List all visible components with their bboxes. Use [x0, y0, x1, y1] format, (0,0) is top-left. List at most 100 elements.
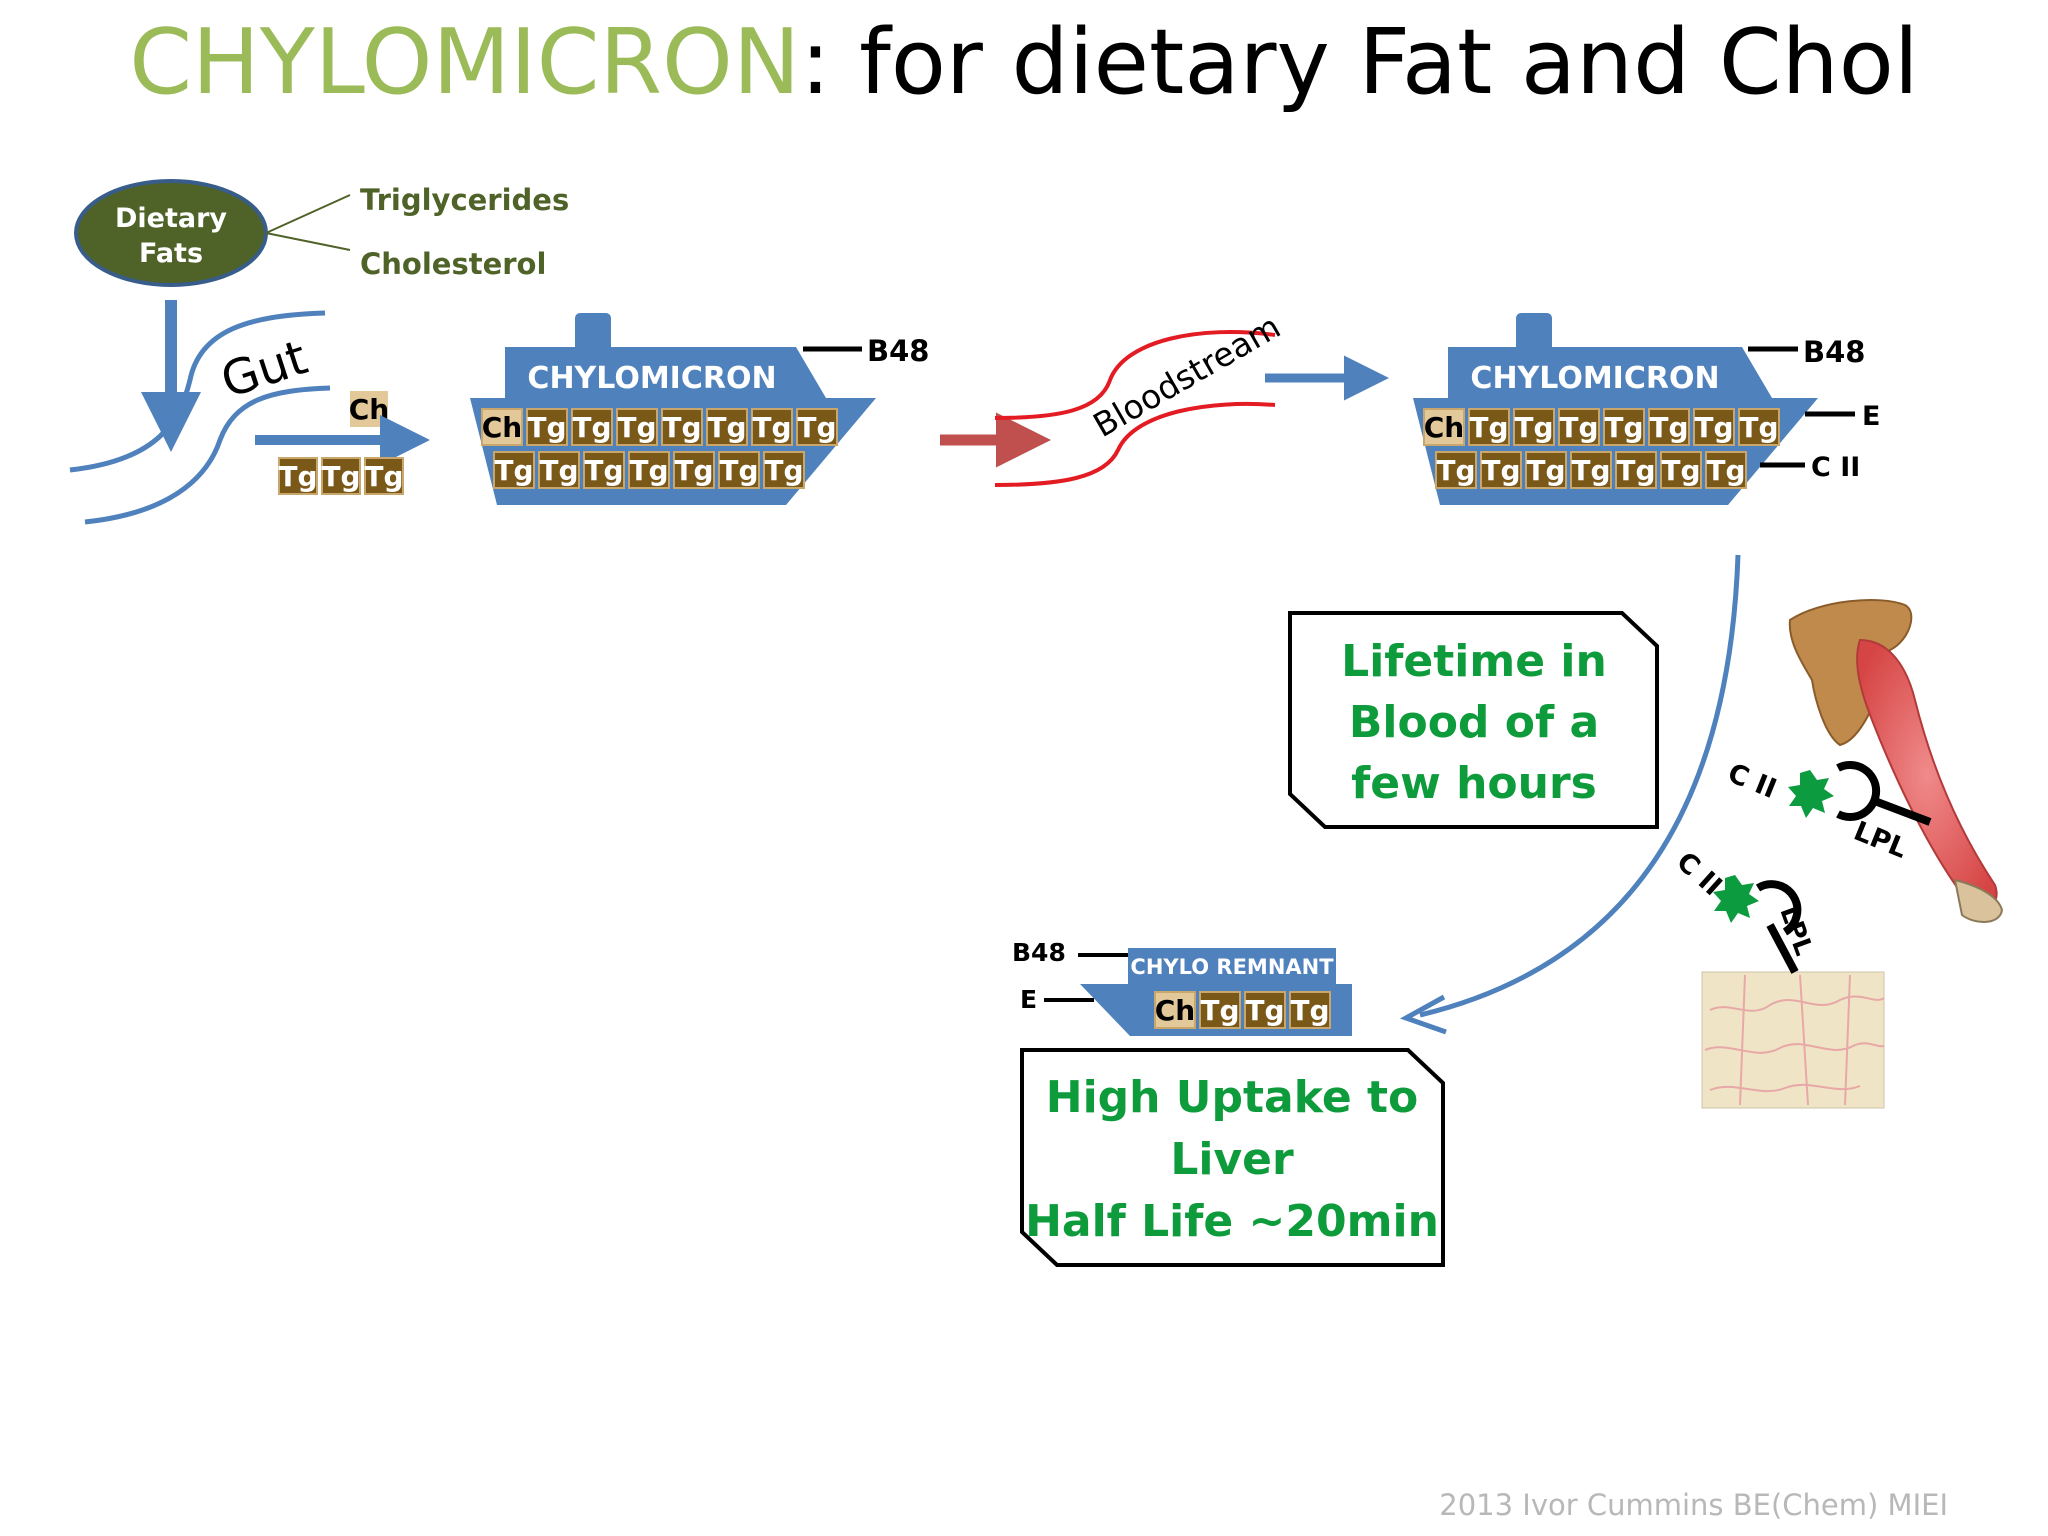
ch-block	[481, 408, 523, 446]
tg-block	[1705, 451, 1747, 489]
lpl-receptor-2	[1713, 875, 1802, 974]
bloodstream-wall-lower	[994, 401, 1276, 487]
tg-block	[1648, 408, 1690, 446]
tg-block	[1525, 451, 1567, 489]
ch-block	[1423, 408, 1465, 446]
triglycerides-label: Triglycerides	[360, 183, 569, 217]
title-rest: : for dietary Fat and Chol	[800, 10, 1919, 115]
tg-label: Tg	[629, 454, 668, 487]
tg-label: Tg	[752, 411, 791, 444]
tg-label: Tg	[1649, 411, 1688, 444]
tg-label: Tg	[662, 411, 701, 444]
gut-wall-upper	[69, 310, 326, 473]
tg-label: Tg	[1290, 994, 1329, 1027]
tg-label: Tg	[572, 411, 611, 444]
uptake-box: High Uptake to Liver Half Life ~20min	[1020, 1048, 1445, 1267]
tg-label: Tg	[1706, 454, 1745, 487]
tg-label: Tg	[278, 460, 317, 493]
uptake-line-1: High Uptake to	[1046, 1072, 1419, 1123]
ch-block	[1154, 991, 1196, 1029]
tg-label: Tg	[617, 411, 656, 444]
gut-ch-label: Ch	[349, 393, 389, 426]
uptake-line-3: Half Life ~20min	[1025, 1196, 1439, 1247]
tg-label: Tg	[1559, 411, 1598, 444]
tg-block	[493, 451, 535, 489]
muscle-illustration	[1788, 599, 2004, 923]
ch-label: Ch	[1424, 411, 1464, 444]
tg-block	[571, 408, 613, 446]
ship2-e-label: E	[1862, 401, 1880, 432]
ship1-name: CHYLOMICRON	[527, 361, 776, 396]
tg-block	[1738, 408, 1780, 446]
tg-block	[1513, 408, 1555, 446]
ship2-name: CHYLOMICRON	[1470, 361, 1719, 396]
lifetime-box: Lifetime in Blood of a few hours	[1288, 611, 1659, 829]
remnant-b48-label: B48	[1012, 938, 1066, 967]
slide-title: CHYLOMICRON: for dietary Fat and Chol	[0, 8, 2048, 118]
tg-label: Tg	[1604, 411, 1643, 444]
tg-label: Tg	[1526, 454, 1565, 487]
tg-block	[1693, 408, 1735, 446]
cii-star-2	[1713, 875, 1759, 923]
tg-block	[1615, 451, 1657, 489]
tg-block	[718, 451, 760, 489]
tg-label: Tg	[1571, 454, 1610, 487]
branch-line-triglycerides	[265, 194, 351, 234]
tg-label: Tg	[1436, 454, 1475, 487]
cholesterol-label: Cholesterol	[360, 247, 546, 281]
adipose-tissue-illustration	[1701, 971, 1885, 1109]
tg-label: Tg	[527, 411, 566, 444]
tg-block	[1660, 451, 1702, 489]
ch-label: Ch	[1155, 994, 1195, 1027]
tg-block	[1199, 991, 1241, 1029]
curved-arrow-to-remnant	[1419, 554, 1741, 1018]
bloodstream-wall-upper	[994, 330, 1276, 420]
tg-label: Tg	[1245, 994, 1284, 1027]
tg-label: Tg	[1200, 994, 1239, 1027]
footer-credit: 2013 Ivor Cummins BE(Chem) MIEI	[1439, 1488, 1948, 1522]
gut-wall-lower	[84, 385, 331, 525]
curved-arrow-head	[1399, 994, 1447, 1035]
tg-block	[751, 408, 793, 446]
tg-label: Tg	[321, 460, 360, 493]
tg-block	[1570, 451, 1612, 489]
tg-label: Tg	[1616, 454, 1655, 487]
tg-label: Tg	[1694, 411, 1733, 444]
tg-block	[673, 451, 715, 489]
tg-label: Tg	[1739, 411, 1778, 444]
ship2-cii-label: C II	[1811, 452, 1860, 483]
tg-block	[1244, 991, 1286, 1029]
ship2-b48-label: B48	[1803, 335, 1865, 369]
tg-block	[1558, 408, 1600, 446]
tg-label: Tg	[584, 454, 623, 487]
lifetime-line-1: Lifetime in	[1341, 636, 1607, 687]
remnant-name: CHYLO REMNANT	[1130, 955, 1334, 979]
remnant-e-label: E	[1020, 985, 1037, 1014]
tg-block	[628, 451, 670, 489]
dietary-label-1: Dietary	[115, 203, 227, 234]
tg-block	[616, 408, 658, 446]
tg-block	[763, 451, 805, 489]
bloodstream-label: Bloodstream	[1087, 307, 1287, 445]
tg-label: Tg	[707, 411, 746, 444]
tg-block	[1435, 451, 1477, 489]
tg-block	[538, 451, 580, 489]
tg-block	[1289, 991, 1331, 1029]
ch-label: Ch	[482, 411, 522, 444]
branch-line-cholesterol	[265, 232, 351, 251]
dietary-label-2: Fats	[139, 238, 203, 269]
tg-label: Tg	[1481, 454, 1520, 487]
cii-star-1	[1788, 770, 1834, 818]
tg-block	[1603, 408, 1645, 446]
tg-block	[526, 408, 568, 446]
tg-block	[278, 457, 318, 495]
tg-block	[796, 408, 838, 446]
tg-label: Tg	[719, 454, 758, 487]
gut-label: Gut	[214, 329, 314, 409]
